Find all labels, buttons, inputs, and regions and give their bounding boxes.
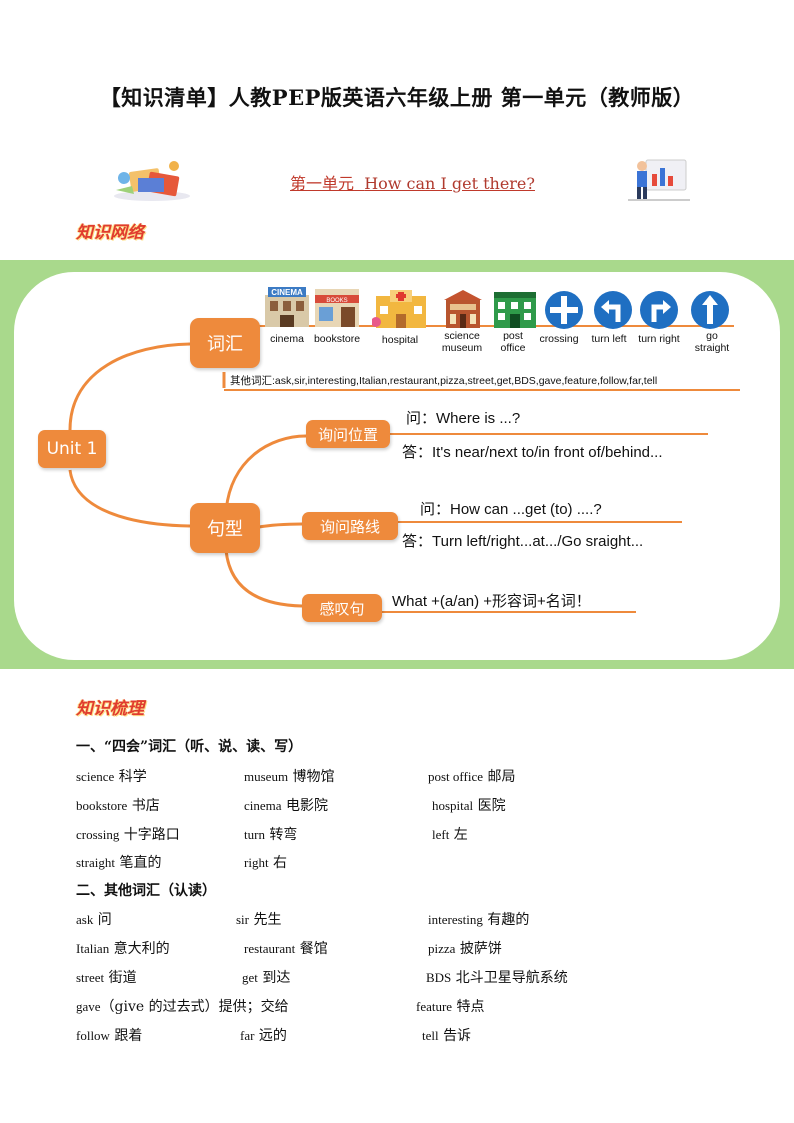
vocab-label: cinema — [270, 333, 304, 345]
vocab-entry: far 远的 — [240, 1028, 287, 1044]
vocab-entry: museum 博物馆 — [244, 769, 335, 785]
section-label-summary: 知识梳理 — [76, 699, 144, 719]
location-answer: 答：It's near/next to/in front of/behind..… — [402, 444, 663, 461]
vocab-entry: gave（give 的过去式）提供；交给 — [76, 999, 289, 1015]
go-straight-sign-icon — [691, 291, 729, 329]
vocab-entry: right 右 — [244, 855, 288, 871]
exclamation-pattern: What +(a/an) +形容词+名词！ — [392, 593, 591, 610]
unit-title-cn: 第一单元 — [290, 174, 355, 193]
vocab-entry: Italian 意大利的 — [76, 941, 170, 957]
cinema-building-icon: CINEMA — [265, 287, 309, 327]
vocab-label: bookstore — [313, 333, 361, 345]
vocab-entry: hospital 医院 — [432, 798, 506, 814]
vocab-entry: get 到达 — [242, 970, 291, 986]
vocab-label: crossing — [539, 333, 579, 345]
unit-title-en: How can I get there? — [364, 174, 535, 193]
branch-sentence-node: 句型 — [190, 503, 260, 553]
vocab-entry: ask 问 — [76, 912, 112, 928]
vocab-entry: bookstore 书店 — [76, 798, 160, 814]
sub-location-node: 询问位置 — [306, 420, 390, 448]
crossing-sign-icon — [545, 291, 583, 329]
cinema-sign: CINEMA — [271, 288, 303, 297]
study-illustration — [114, 161, 190, 201]
vocab-label: hospital — [381, 334, 419, 346]
other-words-line: 其他词汇:ask,sir,interesting,Italian,restaur… — [230, 375, 658, 387]
bookstore-building-icon: BOOKS — [315, 289, 359, 327]
vocab-label: go straight — [694, 330, 730, 354]
vocab-entry: pizza 披萨饼 — [428, 941, 502, 957]
science-museum-building-icon — [444, 290, 482, 328]
vocab-entry: cinema 电影院 — [244, 798, 328, 814]
vocab-entry: straight 笔直的 — [76, 855, 162, 871]
vocab-entry: interesting 有趣的 — [428, 912, 530, 928]
vocab-entry: restaurant 餐馆 — [244, 941, 328, 957]
vocab-entry: feature 特点 — [416, 999, 485, 1015]
vocab-entry: science 科学 — [76, 769, 147, 785]
branch-vocab-node: 词汇 — [190, 318, 260, 368]
vocab-entry: tell 告诉 — [422, 1028, 472, 1044]
vocab-entry: left 左 — [432, 827, 468, 843]
location-question: 问：Where is ...? — [406, 410, 521, 427]
books-sign: BOOKS — [326, 298, 347, 304]
vocab-entry: BDS 北斗卫星导航系统 — [426, 970, 568, 986]
unit-title: 第一单元 How can I get there? — [290, 170, 535, 194]
person-chart-illustration — [628, 159, 690, 201]
other-vocab-heading: 二、其他词汇（认读） — [76, 883, 216, 899]
vocab-label: turn left — [591, 333, 627, 345]
vocab-entry: follow 跟着 — [76, 1028, 143, 1044]
document-title: 【知识清单】人教PEP版英语六年级上册 第一单元（教师版） — [99, 85, 695, 110]
section-label-network: 知识网络 — [76, 223, 144, 243]
root-node: Unit 1 — [38, 430, 106, 468]
vocab-entry: street 街道 — [76, 970, 137, 986]
route-answer: 答：Turn left/right...at.../Go sraight... — [402, 533, 644, 550]
vocab-entry: post office 邮局 — [428, 769, 516, 785]
route-question: 问：How can ...get (to) ....? — [420, 501, 602, 518]
vocab-entry: crossing 十字路口 — [76, 827, 180, 843]
vocab-entry: sir 先生 — [236, 912, 282, 928]
turn-left-sign-icon — [594, 291, 632, 329]
post-office-building-icon — [494, 292, 536, 328]
mindmap-panel — [14, 272, 780, 660]
vocab-entry: turn 转弯 — [244, 827, 298, 843]
sub-exclaim-node: 感叹句 — [302, 594, 382, 622]
turn-right-sign-icon — [640, 291, 678, 329]
vocab-label: post office — [500, 330, 526, 354]
vocab-label: science museum — [441, 330, 483, 354]
vocab-label: turn right — [638, 333, 680, 345]
hospital-building-icon — [372, 290, 426, 328]
sub-route-node: 询问路线 — [302, 512, 398, 540]
four-skills-heading: 一、“四会”词汇（听、说、读、写） — [76, 739, 303, 755]
